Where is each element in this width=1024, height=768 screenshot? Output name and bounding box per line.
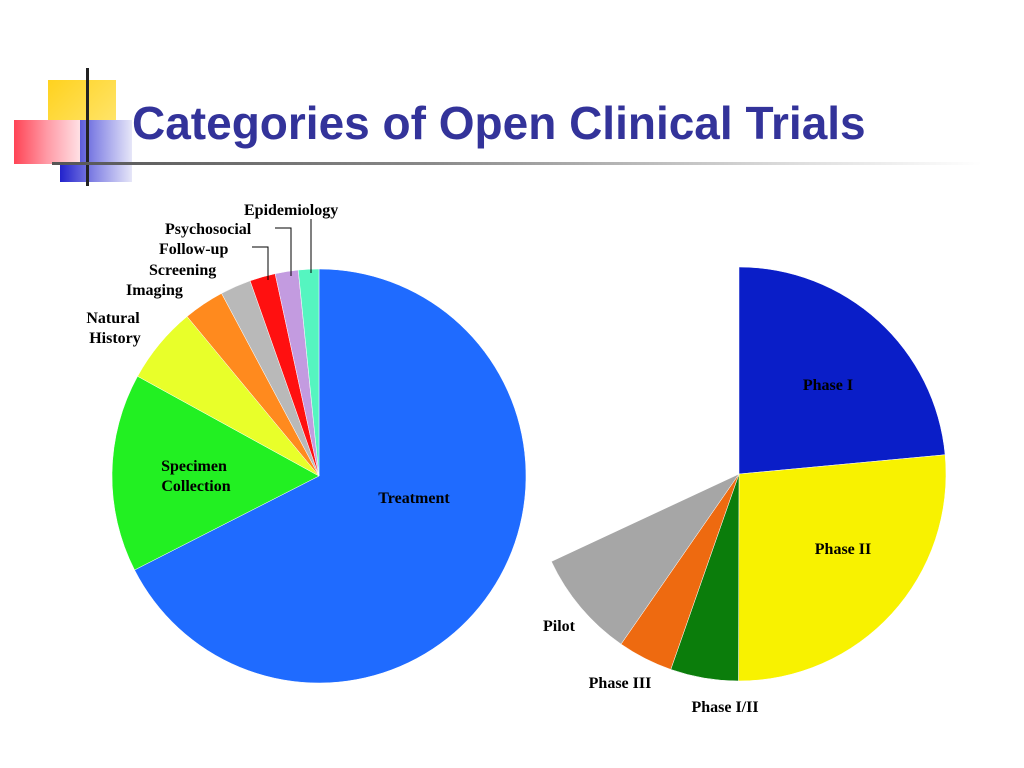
title-underline bbox=[52, 162, 982, 165]
label-follow-up: Follow-up bbox=[159, 241, 228, 258]
label-psychosocial: Psychosocial bbox=[165, 221, 252, 238]
label-screening: Screening bbox=[149, 262, 216, 279]
leader-line-follow-up bbox=[252, 246, 269, 280]
leader-lines bbox=[252, 219, 312, 280]
label-phase-i-ii: Phase I/II bbox=[691, 699, 758, 716]
slice-specimen-collection bbox=[111, 375, 320, 571]
slice-treatment bbox=[134, 268, 527, 684]
leader-line-psychosocial bbox=[275, 227, 292, 276]
label-natural-history: Natural History bbox=[86, 310, 143, 347]
phase-pie bbox=[551, 266, 947, 682]
label-natural-line: Natural bbox=[86, 310, 140, 327]
page-title: Categories of Open Clinical Trials bbox=[132, 97, 866, 149]
slice-phase-ii bbox=[738, 454, 947, 682]
label-epidemiology: Epidemiology bbox=[244, 202, 338, 219]
slice-pilot bbox=[551, 473, 740, 645]
label-phase-ii: Phase II bbox=[815, 541, 871, 558]
label-collection-line: Collection bbox=[161, 478, 230, 495]
slice-labels: Treatment Specimen Collection Natural Hi… bbox=[86, 202, 871, 716]
label-imaging: Imaging bbox=[126, 282, 183, 299]
logo-square-red bbox=[14, 120, 80, 164]
category-pie bbox=[111, 268, 527, 684]
label-specimen-line: Specimen bbox=[161, 458, 227, 475]
slice-phase-i bbox=[738, 266, 946, 475]
label-pilot: Pilot bbox=[543, 618, 576, 635]
label-treatment: Treatment bbox=[378, 490, 450, 507]
label-specimen-collection: Specimen Collection bbox=[161, 458, 231, 495]
slice-epidemiology bbox=[297, 268, 320, 477]
logo-vertical-line bbox=[86, 68, 89, 186]
label-phase-i: Phase I bbox=[803, 377, 853, 394]
label-history-line: History bbox=[89, 330, 141, 347]
label-phase-iii: Phase III bbox=[589, 675, 652, 692]
